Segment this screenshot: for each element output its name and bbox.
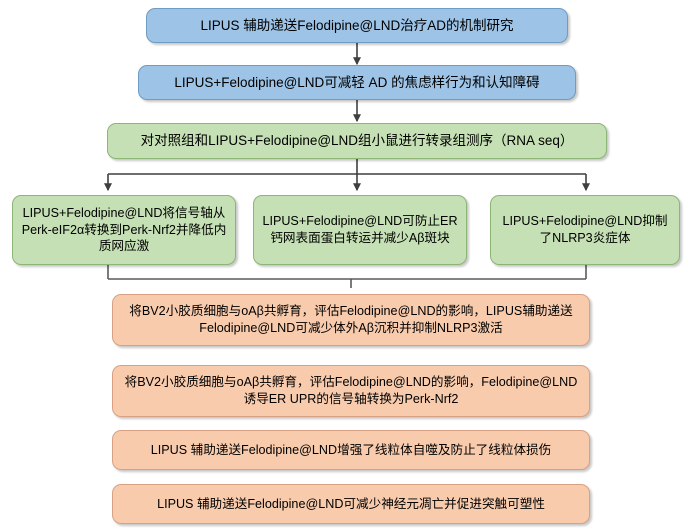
- node-finding-perk-nrf2-label: LIPUS+Felodipine@LND将信号轴从Perk-eIF2α转换到Pe…: [21, 206, 227, 254]
- node-experiment-bv2-nlrp3[interactable]: 将BV2小胶质细胞与oAβ共孵育，评估Felodipine@LND的影响，LIP…: [112, 294, 590, 346]
- node-finding-er-calcium-label: LIPUS+Felodipine@LND可防止ER钙网表面蛋白转运并减少Aβ斑块: [262, 214, 458, 245]
- node-experiment-mitophagy[interactable]: LIPUS 辅助递送Felodipine@LND增强了线粒体自噬及防止了线粒体损…: [112, 430, 590, 470]
- node-behavior-outcome-label: LIPUS+Felodipine@LND可减轻 AD 的焦虑样行为和认知障碍: [174, 74, 540, 90]
- node-experiment-mitophagy-label: LIPUS 辅助递送Felodipine@LND增强了线粒体自噬及防止了线粒体损…: [150, 442, 552, 457]
- node-study-title[interactable]: LIPUS 辅助递送Felodipine@LND治疗AD的机制研究: [146, 8, 568, 43]
- node-finding-nlrp3-label: LIPUS+Felodipine@LND抑制了NLRP3炎症体: [502, 214, 668, 245]
- node-experiment-neuron[interactable]: LIPUS 辅助递送Felodipine@LND可减少神经元凋亡并促进突触可塑性: [112, 484, 590, 524]
- node-experiment-neuron-label: LIPUS 辅助递送Felodipine@LND可减少神经元凋亡并促进突触可塑性: [157, 496, 545, 511]
- node-finding-perk-nrf2[interactable]: LIPUS+Felodipine@LND将信号轴从Perk-eIF2α转换到Pe…: [12, 195, 236, 265]
- node-finding-nlrp3[interactable]: LIPUS+Felodipine@LND抑制了NLRP3炎症体: [490, 195, 680, 265]
- node-rna-seq[interactable]: 对对照组和LIPUS+Felodipine@LND组小鼠进行转录组测序（RNA …: [107, 123, 607, 159]
- node-experiment-bv2-upr[interactable]: 将BV2小胶质细胞与oAβ共孵育，评估Felodipine@LND的影响，Fel…: [112, 365, 590, 417]
- node-experiment-bv2-upr-label: 将BV2小胶质细胞与oAβ共孵育，评估Felodipine@LND的影响，Fel…: [124, 375, 578, 406]
- node-experiment-bv2-nlrp3-label: 将BV2小胶质细胞与oAβ共孵育，评估Felodipine@LND的影响，LIP…: [129, 304, 573, 335]
- node-behavior-outcome[interactable]: LIPUS+Felodipine@LND可减轻 AD 的焦虑样行为和认知障碍: [138, 65, 576, 100]
- node-rna-seq-label: 对对照组和LIPUS+Felodipine@LND组小鼠进行转录组测序（RNA …: [140, 133, 574, 149]
- node-study-title-label: LIPUS 辅助递送Felodipine@LND治疗AD的机制研究: [200, 17, 514, 33]
- node-finding-er-calcium[interactable]: LIPUS+Felodipine@LND可防止ER钙网表面蛋白转运并减少Aβ斑块: [253, 195, 467, 265]
